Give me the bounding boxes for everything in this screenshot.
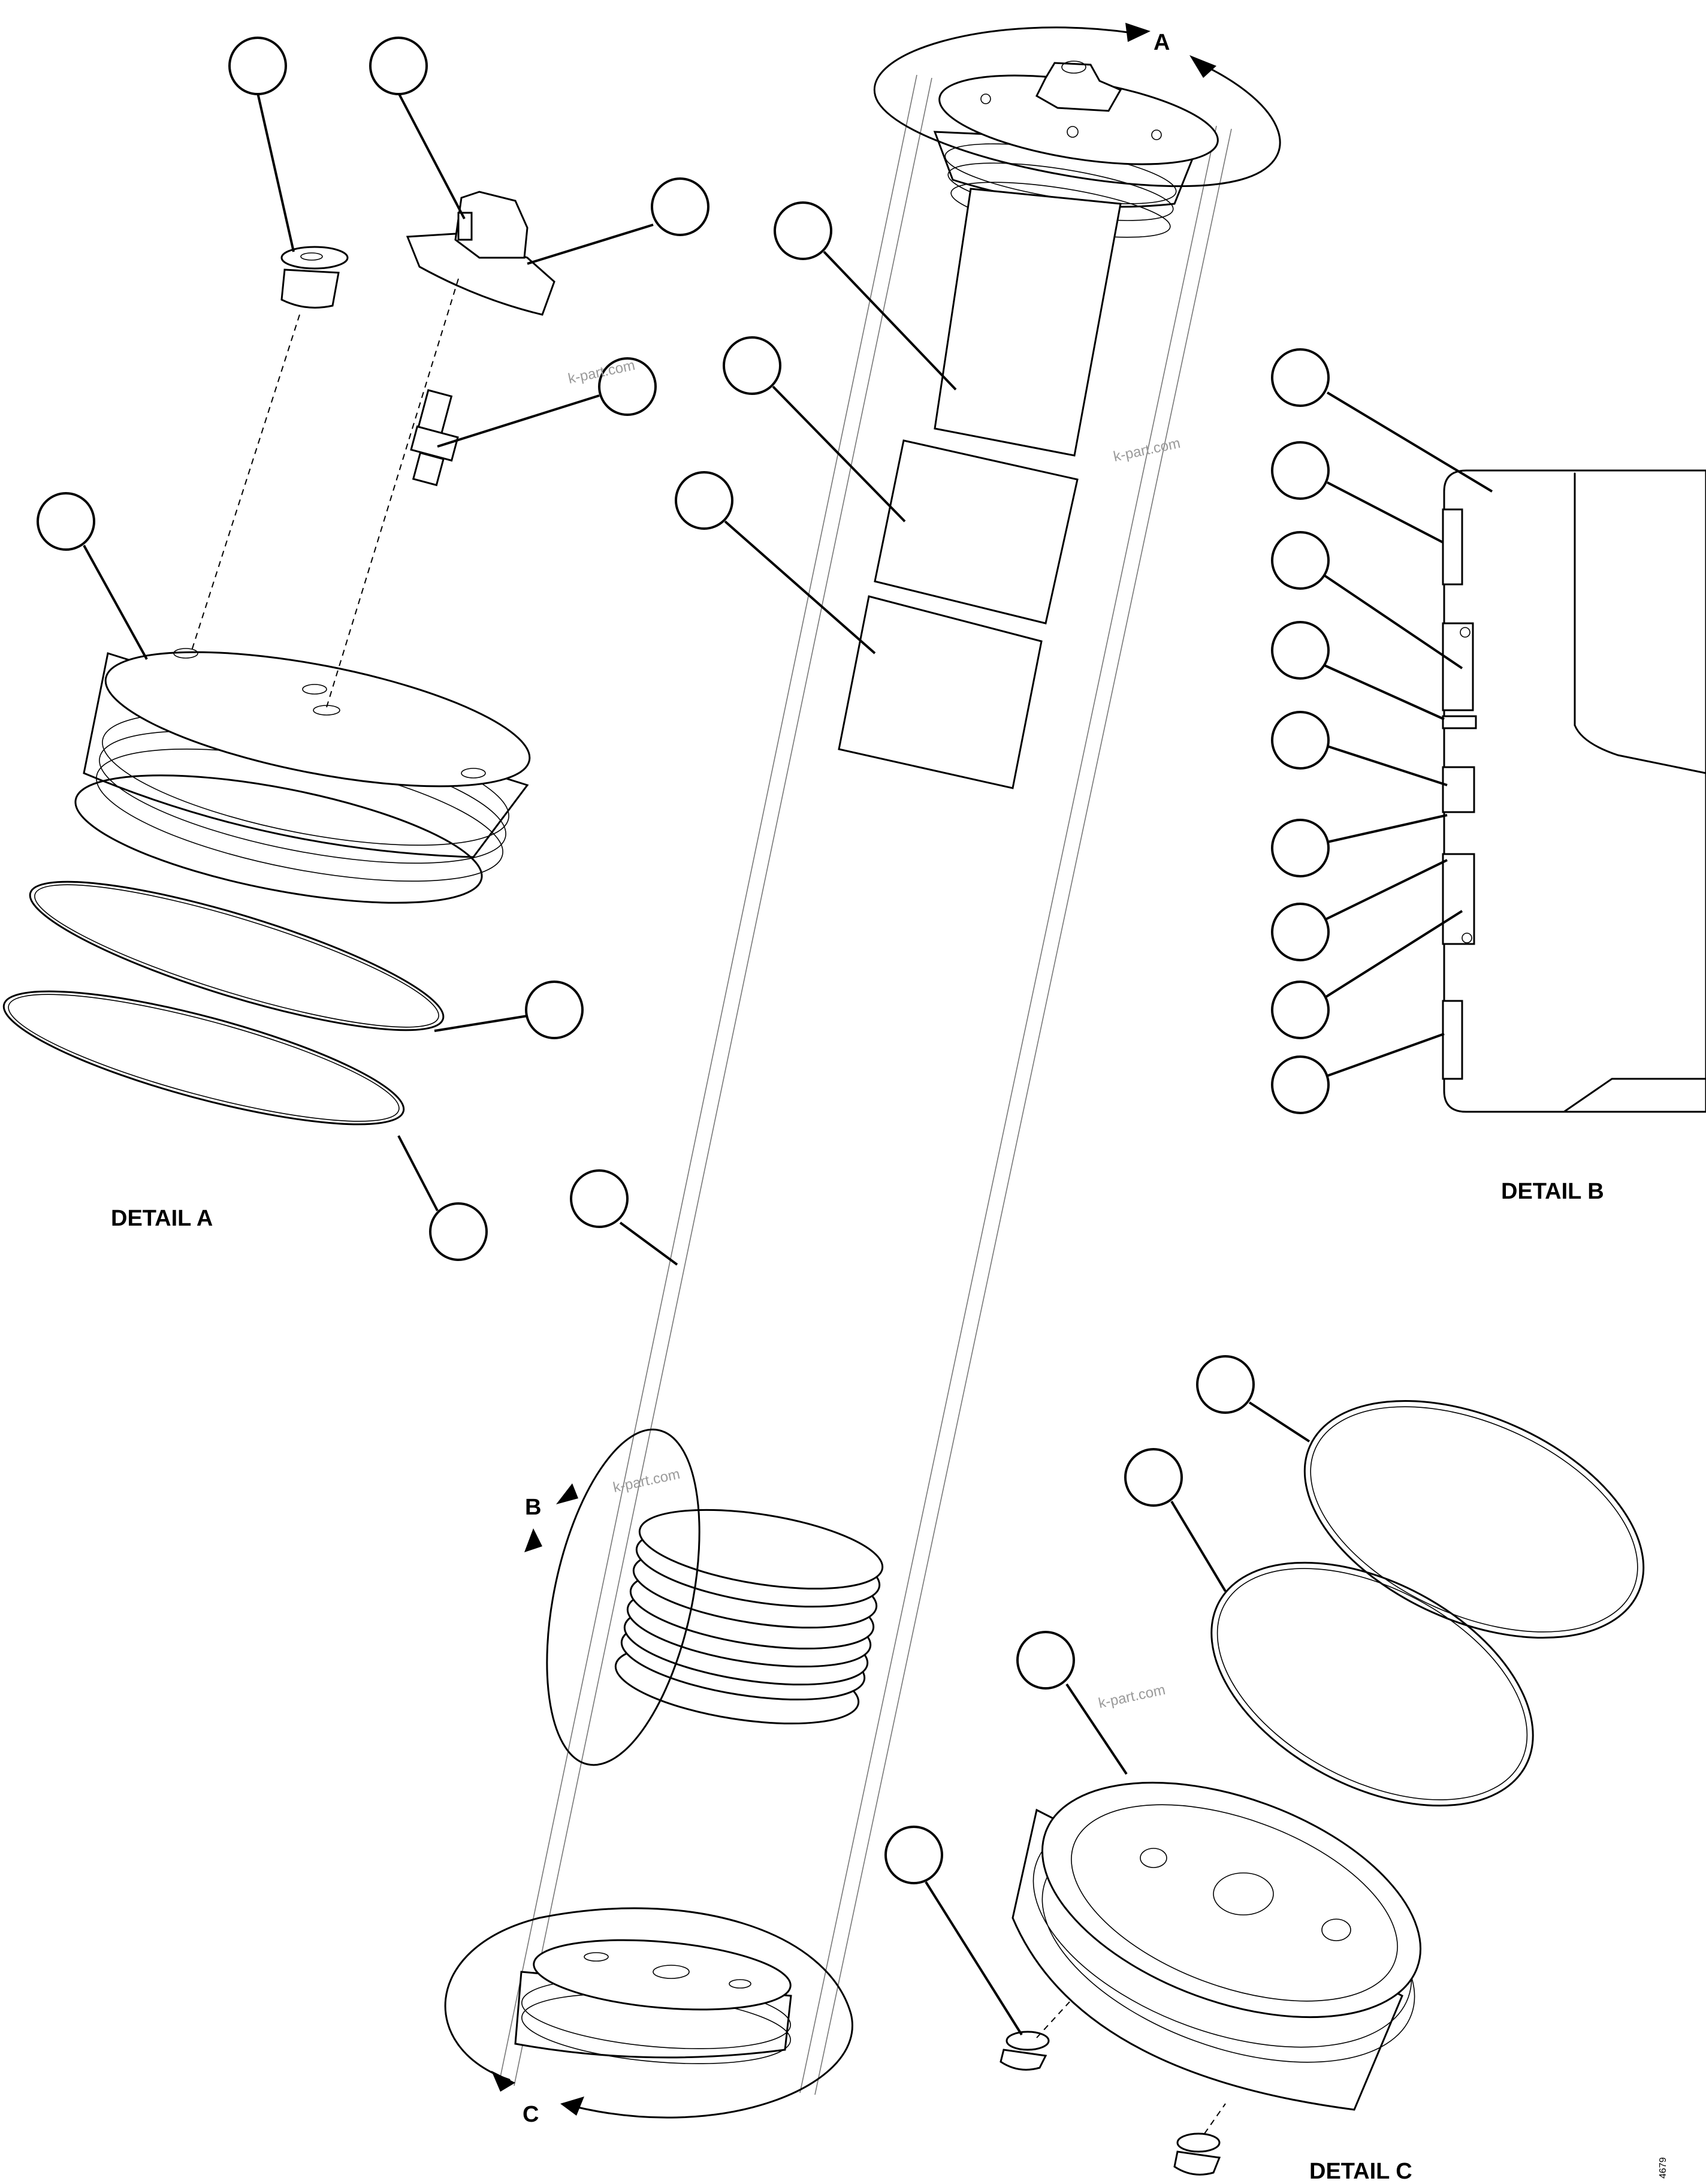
figure-number: 4679 — [1658, 2157, 1668, 2179]
callout-bubble — [1016, 1631, 1075, 1690]
callout-bubble — [598, 357, 657, 416]
detail-a-title: DETAIL A — [111, 1206, 213, 1231]
callout-bubble — [1271, 531, 1330, 590]
callout-bubble — [1271, 441, 1330, 500]
warning-plates — [838, 188, 1122, 789]
view-a-label: A — [1154, 30, 1170, 55]
callout-bubble — [723, 336, 781, 395]
view-b-label: B — [525, 1495, 541, 1520]
callout-bubble — [37, 492, 95, 551]
callout-bubble — [369, 37, 428, 95]
detail-b-section — [1442, 469, 1706, 1113]
callout-bubble — [1124, 1448, 1183, 1507]
callout-bubbles — [37, 37, 1493, 2036]
bottom-head — [514, 1939, 792, 2064]
detail-c-title: DETAIL C — [1309, 2159, 1412, 2184]
detail-a-seal-ring-2 — [2, 990, 405, 1126]
view-a-indicator: A — [873, 23, 1281, 188]
callout-bubble — [1271, 903, 1330, 961]
piston — [614, 1509, 884, 1725]
callout-bubble — [1271, 711, 1330, 770]
detail-c-gland — [1011, 1781, 1422, 2111]
callout-bubble — [1271, 981, 1330, 1039]
callout-bubble — [228, 37, 287, 95]
callout-bubble — [525, 981, 584, 1039]
top-head-cap — [933, 61, 1219, 238]
callout-bubble — [1196, 1355, 1255, 1414]
cylinder-tube — [499, 74, 1232, 2095]
detail-c-plug-2 — [1173, 2132, 1221, 2176]
detail-a-bracket — [406, 191, 555, 316]
callout-bubble — [429, 1202, 488, 1261]
callout-bubble — [1271, 621, 1330, 680]
view-c-label: C — [523, 2102, 539, 2127]
watermark: k-part.com — [612, 1466, 681, 1496]
callout-bubble — [1271, 348, 1330, 407]
detail-a-seal-ring-1 — [29, 880, 445, 1031]
detail-a-plug — [280, 246, 349, 309]
detail-b-title: DETAIL B — [1501, 1179, 1604, 1204]
watermark: k-part.com — [1112, 435, 1182, 465]
detail-c-plug-1 — [1000, 2031, 1050, 2071]
callout-bubble — [1271, 1055, 1330, 1114]
detail-a-head — [74, 648, 531, 904]
view-c-indicator: C — [444, 1907, 853, 2127]
watermark: k-part.com — [1097, 1682, 1167, 1712]
callout-bubble — [675, 471, 733, 530]
detail-c-seal-ring — [1210, 1561, 1534, 1807]
callout-bubble — [570, 1169, 629, 1228]
view-b-indicator: B — [524, 1428, 700, 1766]
callout-bubble — [774, 201, 832, 260]
callout-bubble — [651, 177, 709, 236]
detail-c-large-ring — [1303, 1399, 1645, 1639]
callout-bubble — [884, 1826, 943, 1884]
callout-bubble — [1271, 819, 1330, 877]
detail-a-fitting — [410, 389, 459, 487]
